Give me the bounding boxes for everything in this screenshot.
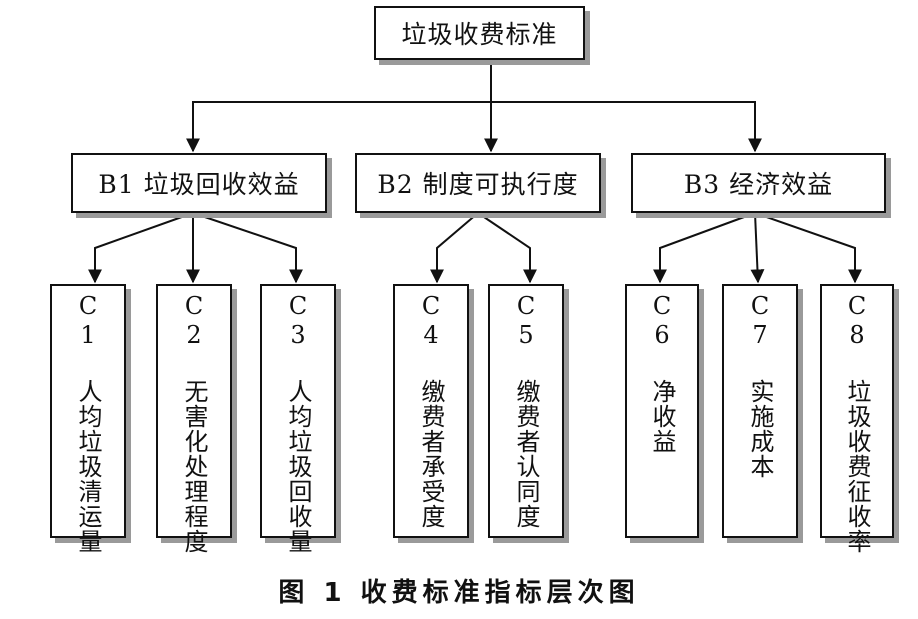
connector-b3-c7	[750, 212, 765, 284]
node-c2: C2 无害化处理程度	[156, 284, 232, 554]
node-c6: C6 净收益	[625, 284, 699, 538]
connector-root-b1	[186, 60, 492, 153]
node-c8-label: C8 垃圾收费征收率	[843, 292, 871, 554]
node-c4-label: C4 缴费者承受度	[417, 292, 445, 529]
connector-b3-c6	[653, 212, 756, 284]
connector-b2-c5	[477, 212, 537, 284]
node-b1-label: B1 垃圾回收效益	[98, 170, 300, 199]
node-c5-label: C5 缴费者认同度	[512, 292, 540, 529]
node-c7-label: C7 实施成本	[746, 292, 774, 479]
connector-b2-c4	[430, 212, 479, 284]
node-c3: C3 人均垃圾回收量	[260, 284, 336, 554]
root-node-label: 垃圾收费标准	[401, 20, 558, 49]
node-c4: C4 缴费者承受度	[393, 284, 469, 538]
node-c2-label: C2 无害化处理程度	[180, 292, 208, 554]
connector-b1-c3	[192, 212, 303, 284]
node-b3-label: B3 经济效益	[683, 170, 834, 199]
figure-caption: 图 1 收费标准指标层次图	[278, 578, 640, 608]
connector-b3-c8	[754, 212, 862, 284]
connector-b1-c1	[88, 212, 194, 284]
node-b1: B1 垃圾回收效益	[71, 153, 327, 213]
node-b2: B2 制度可执行度	[355, 153, 601, 213]
connector-root-b3	[491, 101, 762, 153]
root-node: 垃圾收费标准	[374, 6, 585, 60]
node-b3: B3 经济效益	[631, 153, 886, 213]
node-c1-label: C1 人均垃圾清运量	[74, 292, 102, 554]
node-c1: C1 人均垃圾清运量	[50, 284, 126, 554]
node-c8: C8 垃圾收费征收率	[820, 284, 894, 554]
node-c5: C5 缴费者认同度	[488, 284, 564, 538]
node-c6-label: C6 净收益	[648, 292, 676, 454]
node-c3-label: C3 人均垃圾回收量	[284, 292, 312, 554]
node-c7: C7 实施成本	[722, 284, 798, 538]
node-b2-label: B2 制度可执行度	[377, 170, 579, 199]
